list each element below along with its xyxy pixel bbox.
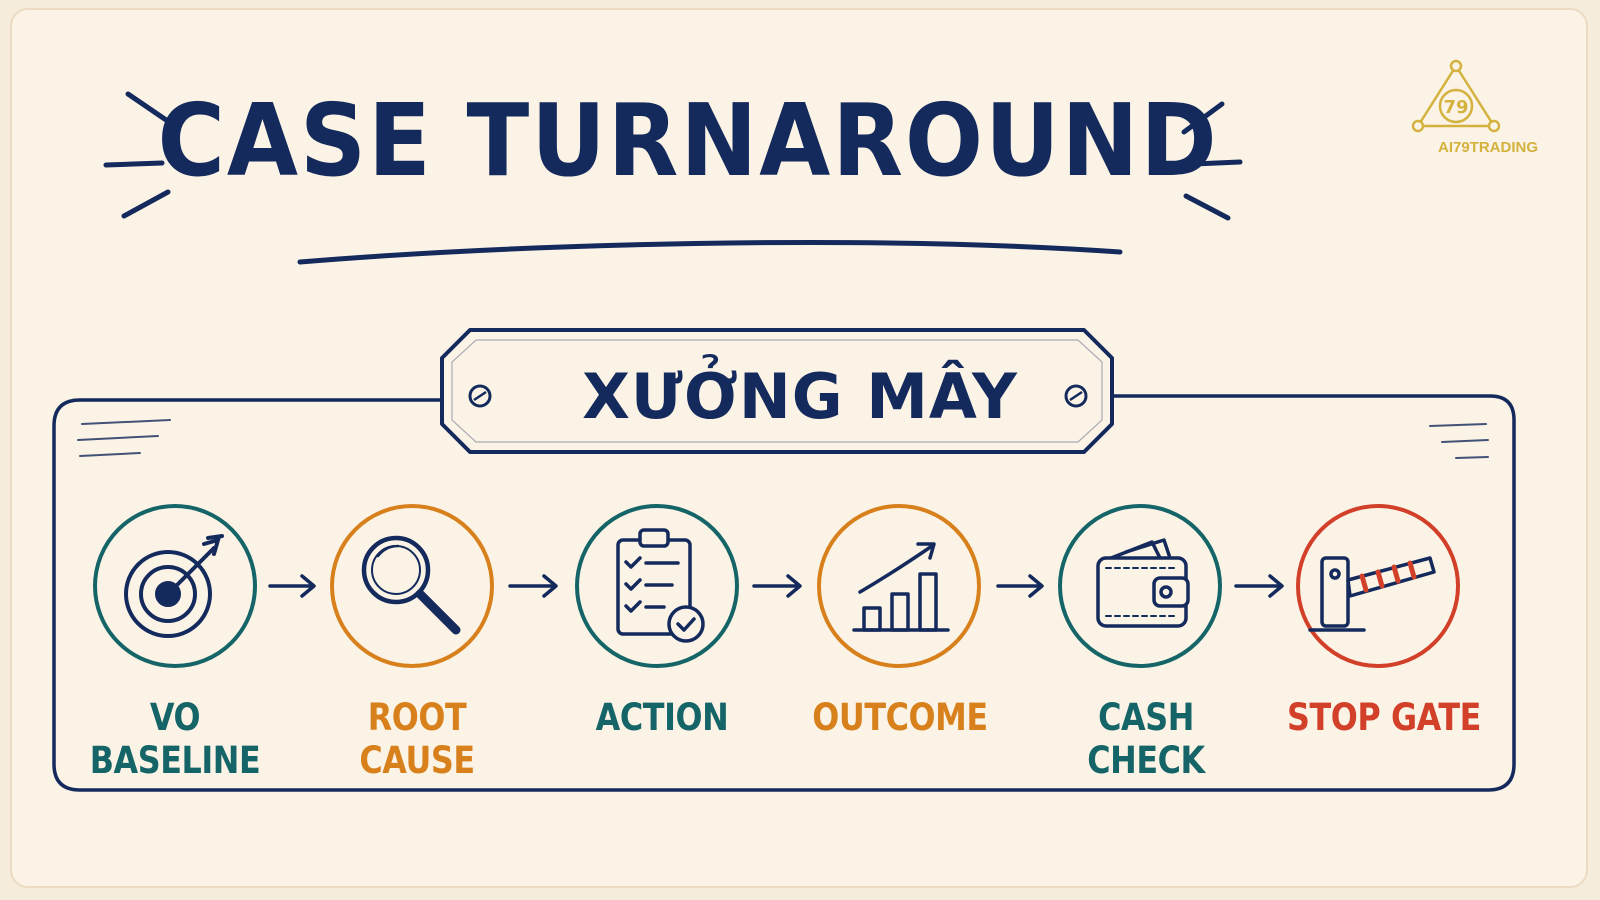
step-2-circle (330, 504, 494, 668)
page-title: CASE TURNAROUND (157, 82, 1219, 199)
plaque-screw-left (468, 384, 492, 408)
arrow-2 (508, 574, 558, 598)
frame-hatch-marks (77, 419, 1489, 459)
target-icon (124, 534, 224, 638)
subtitle: XƯỞNG MÂY (582, 360, 1018, 433)
step-4-circle (817, 504, 981, 668)
arrow-5 (1234, 574, 1284, 598)
magnifier-icon (361, 535, 461, 635)
logo-text: AI79TRADING (1437, 139, 1538, 156)
step-3-label: ACTION (595, 696, 729, 739)
wallet-icon (1096, 538, 1190, 628)
logo-mark-text: 79 (1443, 97, 1468, 118)
growth-chart-icon (852, 542, 950, 632)
step-2-label: ROOT CAUSE (359, 696, 475, 782)
arrow-3 (752, 574, 802, 598)
step-1-circle (93, 504, 257, 668)
arrow-1 (268, 574, 316, 598)
clipboard-checklist-icon (616, 528, 705, 643)
title-right-strokes (1181, 101, 1243, 221)
plaque-screw-right (1064, 384, 1088, 408)
step-1-label: VO BASELINE (89, 696, 261, 782)
subtitle-plaque (440, 328, 1114, 454)
step-6-circle (1296, 504, 1460, 668)
barrier-gate-icon (1308, 556, 1436, 632)
step-5-label: CASH CHECK (1087, 696, 1205, 782)
arrow-4 (996, 574, 1044, 598)
steps-frame (52, 394, 1516, 792)
step-6-label: STOP GATE (1287, 696, 1481, 739)
step-4-label: OUTCOME (812, 696, 988, 739)
title-underline (297, 240, 1123, 265)
step-3-circle (575, 504, 739, 668)
title-left-strokes (103, 91, 175, 219)
step-5-circle (1058, 504, 1222, 668)
logo-mark (1411, 59, 1501, 133)
